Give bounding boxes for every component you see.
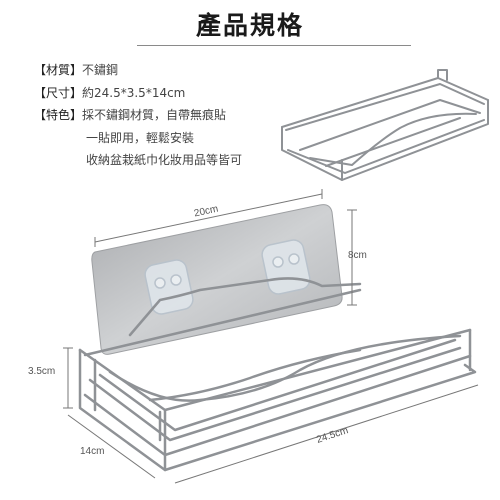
spec-feature-value: 採不鏽鋼材質，自帶無痕貼 (82, 108, 227, 122)
dim-rack-depth: 14cm (80, 446, 105, 457)
spec-material: 【材質】不鏽鋼 (34, 62, 118, 78)
dim-rack-height: 3.5cm (28, 366, 56, 377)
dim-plate-height: 8cm (348, 250, 367, 261)
title-divider (137, 45, 411, 46)
dimension-lines (63, 189, 479, 484)
hook-left (144, 259, 194, 315)
spec-material-value: 不鏽鋼 (82, 63, 119, 77)
spec-size: 【尺寸】約24.5*3.5*14cm (34, 85, 185, 101)
page-title: 產品規格 (195, 11, 304, 40)
spec-feature-label: 【特色】 (34, 108, 83, 122)
spec-material-label: 【材質】 (34, 63, 83, 77)
feature-line-2: 一貼即用，輕鬆安裝 (86, 131, 195, 145)
spec-feature: 【特色】採不鏽鋼材質，自帶無痕貼 (34, 107, 226, 123)
spec-size-value: 約24.5*3.5*14cm (82, 86, 186, 100)
spec-size-label: 【尺寸】 (34, 86, 83, 100)
feature-line-3: 收納盆栽紙巾化妝用品等皆可 (86, 153, 243, 167)
steel-rack (78, 277, 477, 472)
